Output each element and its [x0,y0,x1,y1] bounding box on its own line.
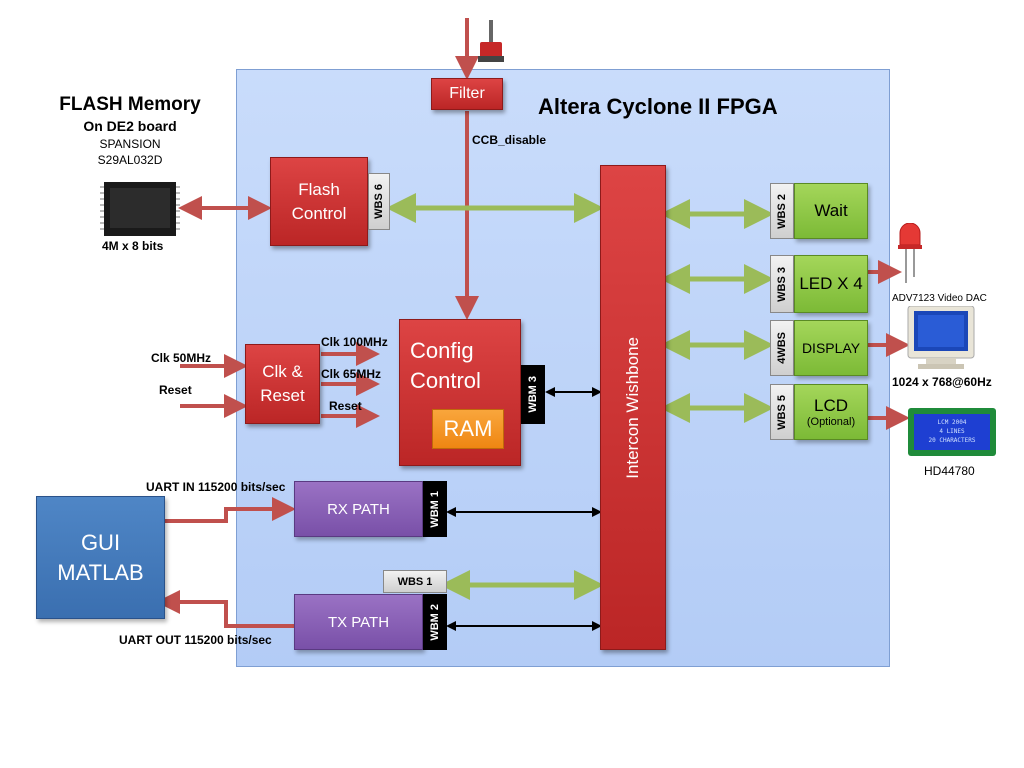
led-port: WBS 3 [770,255,794,313]
fpga-title: Altera Cyclone II FPGA [538,94,778,119]
display-label: DISPLAY [801,340,861,356]
config-control-line2: Control [410,368,481,393]
monitor-icon [907,306,975,369]
ccb-disable-label: CCB_disable [472,133,547,147]
tx-path-port-label: WBM 2 [429,603,441,641]
lcd-label: LCD [813,396,848,415]
lcd-port: WBS 5 [770,384,794,440]
uart-in-label: UART IN 115200 bits/sec [146,480,286,494]
lcd-screen-line-3: 20 CHARACTERS [928,437,976,444]
lcd-controller-label: HD44780 [924,464,975,478]
filter-label: Filter [449,85,485,102]
arrow-uart-out [156,590,294,628]
lcd-module-image: LCM 2004 4 LINES 20 CHARACTERS [908,408,996,456]
reset-in-label: Reset [159,383,192,397]
config-control-line1: Config [410,338,474,363]
flash-memory-subtitle: On DE2 board [83,118,177,134]
video-dac-label: ADV7123 Video DAC [892,293,987,304]
clk-reset-line2: Reset [260,386,305,405]
tx-path-block: TX PATH [294,594,423,650]
flash-control-line2: Control [291,203,347,223]
clk-65mhz-label: Clk 65MHz [321,367,382,381]
config-control-port-label: WBM 3 [527,376,539,413]
tx-path-label: TX PATH [327,613,390,631]
tx-slave-port: WBS 1 [383,570,447,593]
lcd-note: (Optional) [806,416,856,428]
lcd-screen: LCM 2004 4 LINES 20 CHARACTERS [914,414,990,450]
wait-port-label: WBS 2 [776,193,788,229]
intercon-wishbone-label: Intercon Wishbone [623,336,642,479]
ram-block: RAM [432,409,504,449]
lcd-block: LCD (Optional) [794,384,868,440]
gui-line2: MATLAB [57,559,144,585]
wait-label: Wait [814,201,848,220]
config-control-block: Config Control RAM [399,319,521,466]
tx-slave-port-label: WBS 1 [397,575,433,588]
lcd-port-label: WBS 5 [776,394,788,430]
flash-chip-image [100,182,180,236]
flash-control-port-label: WBS 6 [373,184,385,219]
wait-port: WBS 2 [770,183,794,239]
switch-icon [478,20,504,62]
flash-memory-size: 4M x 8 bits [102,239,164,253]
rx-path-port: WBM 1 [423,481,447,537]
lcd-screen-line-2: 4 LINES [939,428,965,435]
ram-label: RAM [443,416,493,441]
filter-block: Filter [431,78,503,110]
config-control-port: WBM 3 [521,365,545,424]
led-port-label: WBS 3 [776,266,788,302]
wait-block: Wait [794,183,868,239]
led-icon [898,223,922,283]
flash-control-line1: Flash [298,179,340,199]
led-block: LED X 4 [794,255,868,313]
clk-100mhz-label: Clk 100MHz [321,335,388,349]
rx-path-port-label: WBM 1 [429,490,441,528]
display-resolution-label: 1024 x 768@60Hz [892,375,992,389]
rx-path-label: RX PATH [327,500,390,518]
display-port-label: 4WBS [776,332,788,364]
reset-out-label: Reset [329,399,362,413]
clk-reset-block: Clk & Reset [245,344,320,424]
flash-control-port: WBS 6 [368,173,390,230]
uart-out-label: UART OUT 115200 bits/sec [119,633,272,647]
display-port: 4WBS [770,320,794,376]
flash-memory-vendor: SPANSION [99,137,161,151]
tx-path-port: WBM 2 [423,594,447,650]
led-label: LED X 4 [799,274,863,293]
arrow-uart-in [158,497,296,523]
display-block: DISPLAY [794,320,868,376]
flash-memory-title: FLASH Memory [59,94,201,115]
clk-reset-line1: Clk & [262,362,303,381]
flash-memory-part: S29AL032D [97,153,163,167]
flash-control-block: Flash Control [270,157,368,246]
intercon-wishbone-block: Intercon Wishbone [600,165,666,650]
gui-line1: GUI [80,529,121,555]
flash-memory-labels: FLASH Memory On DE2 board SPANSION S29AL… [30,94,230,168]
clk-50mhz-label: Clk 50MHz [151,351,212,365]
gui-matlab-block: GUI MATLAB [36,496,165,619]
rx-path-block: RX PATH [294,481,423,537]
lcd-screen-line-1: LCM 2004 [937,419,967,426]
